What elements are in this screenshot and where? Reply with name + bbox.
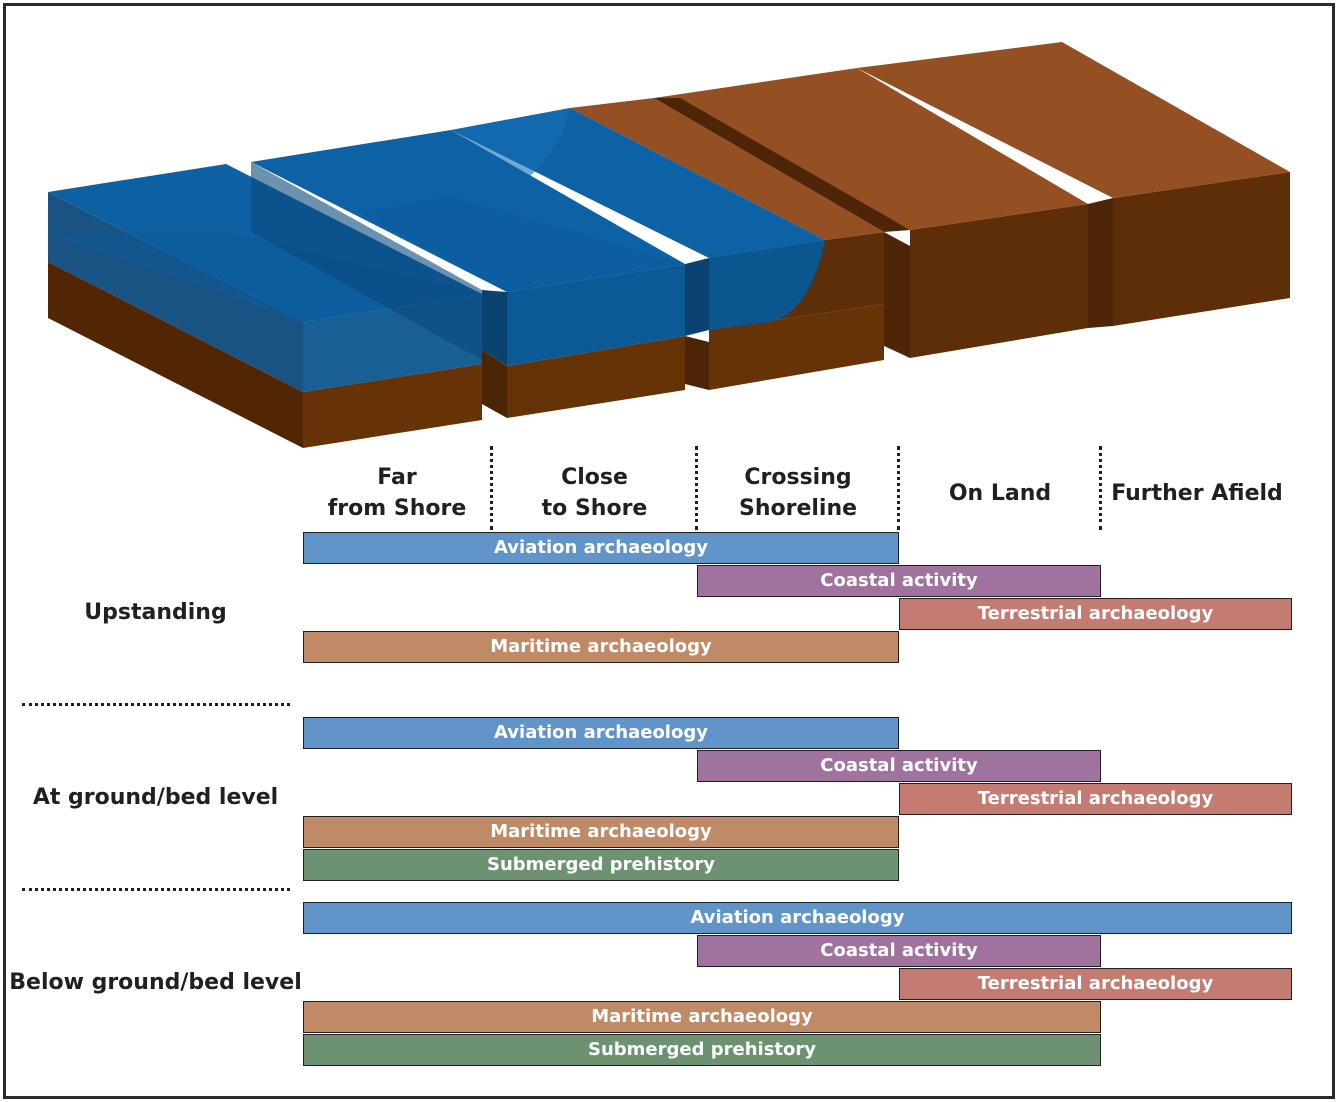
row-label-upstanding: Upstanding xyxy=(84,600,227,625)
bar-maritime-archaeology: Maritime archaeology xyxy=(303,1001,1101,1033)
bar-submerged-prehistory: Submerged prehistory xyxy=(303,1034,1101,1066)
column-separator xyxy=(490,446,493,530)
block-crossing-shoreline xyxy=(451,98,884,390)
bar-aviation-archaeology: Aviation archaeology xyxy=(303,717,899,749)
block-further-afield xyxy=(857,42,1290,328)
bar-aviation-archaeology: Aviation archaeology xyxy=(303,902,1292,934)
shoreline-zone-blocks xyxy=(48,42,1290,448)
bar-terrestrial-archaeology: Terrestrial archaeology xyxy=(899,598,1292,630)
row-separator xyxy=(22,888,290,891)
bar-terrestrial-archaeology: Terrestrial archaeology xyxy=(899,968,1292,1000)
column-label-further-afield: Further Afield xyxy=(1111,480,1283,506)
column-label-crossing-shoreline: Crossing Shoreline xyxy=(738,465,858,521)
row-label-at-ground-bed-level: At ground/bed level xyxy=(32,785,279,810)
row-separator xyxy=(22,703,290,706)
bar-maritime-archaeology: Maritime archaeology xyxy=(303,631,899,663)
column-separator xyxy=(1099,446,1102,530)
column-label-far-from-shore: Far from Shore xyxy=(327,465,467,521)
bar-coastal-activity: Coastal activity xyxy=(697,565,1101,597)
column-label-close-to-shore: Close to Shore xyxy=(541,465,648,521)
bar-maritime-archaeology: Maritime archaeology xyxy=(303,816,899,848)
bar-terrestrial-archaeology: Terrestrial archaeology xyxy=(899,783,1292,815)
bar-coastal-activity: Coastal activity xyxy=(697,935,1101,967)
bar-aviation-archaeology: Aviation archaeology xyxy=(303,532,899,564)
column-label-on-land: On Land xyxy=(948,480,1052,506)
row-label-below-ground-bed-level: Below ground/bed level xyxy=(9,970,302,995)
bar-submerged-prehistory: Submerged prehistory xyxy=(303,849,899,881)
column-separator xyxy=(695,446,698,530)
block-on-land xyxy=(654,68,1088,358)
bar-coastal-activity: Coastal activity xyxy=(697,750,1101,782)
block-close-to-shore xyxy=(251,130,685,418)
column-separator xyxy=(897,446,900,530)
